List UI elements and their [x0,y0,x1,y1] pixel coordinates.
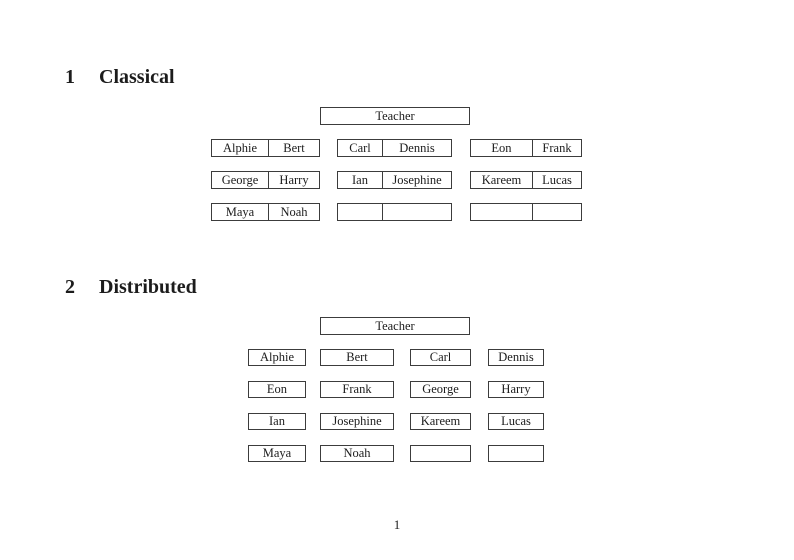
student-seat: Kareem [471,172,533,188]
student-seat: Bert [320,349,394,366]
section-number: 1 [65,66,75,88]
section-heading-distributed: 2 Distributed [65,276,197,298]
classical-desk-pair: Alphie Bert [211,139,320,157]
student-seat: Bert [283,141,305,155]
student-seat: Lucas [542,173,572,187]
student-seat-empty [488,445,544,462]
classical-desk-pair: Carl Dennis [337,139,452,157]
classical-desk-pair-empty [337,203,452,221]
section-number: 2 [65,276,75,298]
student-seat: Harry [488,381,544,398]
section-title: Distributed [99,276,197,298]
student-seat: George [212,172,269,188]
student-seat: Frank [542,141,572,155]
student-seat: Dennis [488,349,544,366]
student-seat: Maya [212,204,269,220]
student-seat: Carl [338,140,383,156]
student-seat: Eon [471,140,533,156]
classical-desk-pair: Maya Noah [211,203,320,221]
classical-desk-pair-empty [470,203,582,221]
page-number: 1 [393,517,401,532]
student-seat: Carl [410,349,471,366]
classical-desk-pair: Eon Frank [470,139,582,157]
student-seat: Alphie [248,349,306,366]
student-seat: Frank [320,381,394,398]
student-seat-empty [471,204,533,220]
classical-desk-pair: Kareem Lucas [470,171,582,189]
student-seat: Josephine [392,173,442,187]
student-seat-empty [383,204,451,220]
section-title: Classical [99,66,175,88]
classical-teacher-desk: Teacher [320,107,470,125]
student-seat-empty [410,445,471,462]
student-seat: Alphie [212,140,269,156]
student-seat-empty [338,204,383,220]
section-heading-classical: 1 Classical [65,66,175,88]
student-seat: Ian [248,413,306,430]
student-seat: Noah [320,445,394,462]
student-seat: Josephine [320,413,394,430]
student-seat-empty [533,204,581,220]
classical-desk-pair: George Harry [211,171,320,189]
student-seat: Eon [248,381,306,398]
student-seat: Harry [279,173,309,187]
student-seat: Lucas [488,413,544,430]
student-seat: Noah [280,205,308,219]
student-seat: Dennis [399,141,435,155]
student-seat: Ian [338,172,383,188]
student-seat: George [410,381,471,398]
student-seat: Maya [248,445,306,462]
classical-desk-pair: Ian Josephine [337,171,452,189]
student-seat: Kareem [410,413,471,430]
distributed-teacher-desk: Teacher [320,317,470,335]
